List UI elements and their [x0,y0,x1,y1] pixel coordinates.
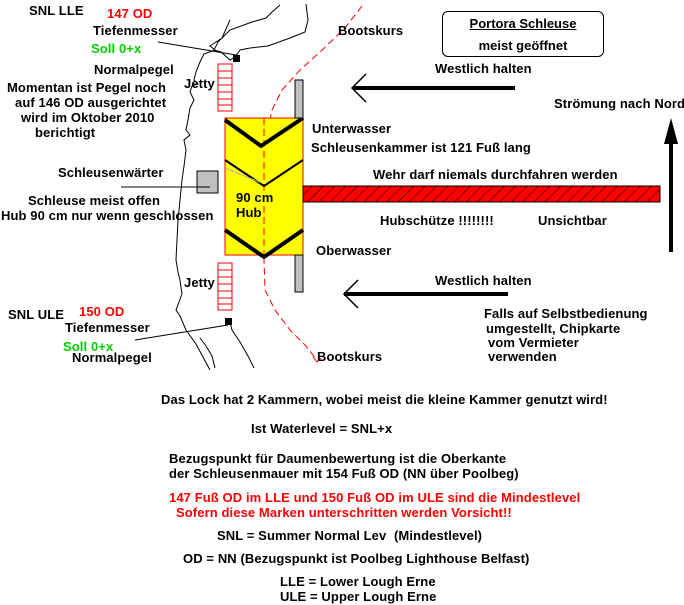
pillar-top [294,79,304,119]
oberwasser-label: Oberwasser [316,243,392,258]
ule-normal-label: Normalpegel [72,350,152,365]
level-note-line-2: auf 146 OD ausgerichtet [15,95,167,110]
level-note-line-4: berichtigt [35,125,96,140]
self-service-line-4: verwenden [488,349,557,364]
snl-definition-suffix: (Mindestlevel) [394,528,483,543]
shoreline-left-lower [199,337,216,369]
keep-west-arrow-top [350,73,515,103]
level-note-line-3: wird im Oktober 2010 [21,110,155,125]
current-north-label: Strömung nach Nord [554,96,684,111]
gauge-top-marker [233,55,240,62]
self-service-line-1: Falls auf Selbstbedienung [484,306,648,321]
unterwasser-label: Unterwasser [312,121,392,136]
jetty-bottom-label: Jetty [184,275,215,290]
hub-label-line-1: 90 cm [236,190,274,205]
ule-soll-label: Soll 0+x [63,339,114,354]
boat-course-bottom-label: Bootskurs [317,349,383,364]
boat-course-arrowhead [312,356,322,363]
reference-note-line-2: der Schleusenmauer mit 154 Fuß OD (NN üb… [169,466,519,481]
jetty-bottom-structure [217,262,233,311]
hubschuetze-label: Hubschütze !!!!!!!! [380,213,494,228]
hub-label-line-2: Hub [236,205,262,220]
gate-lower [223,228,305,260]
boat-course-top-label: Bootskurs [338,23,404,38]
shoreline-right-lower [228,317,255,369]
lle-definition: LLE = Lower Lough Erne [280,574,436,589]
shoreline-right [213,3,309,61]
ule-od-value: 150 OD [79,304,125,319]
chamber-length-label: Schleusenkammer ist 121 Fuß lang [311,140,531,155]
keeper-note-line-2: Hub 90 cm nur wenn geschlossen [1,208,214,223]
title-box: Portora Schleuse meist geöffnet [442,11,604,57]
level-note-line-1: Momentan ist Pegel noch [7,80,167,95]
snl-definition: SNL = Summer Normal Lev [217,528,387,543]
gate-middle-shadow [224,167,263,184]
lle-soll-label: Soll 0+x [91,41,142,56]
lle-od-value: 147 OD [107,6,153,21]
pillar-bottom [294,254,304,293]
keep-west-top-label: Westlich halten [435,61,532,76]
lle-gauge-label: Tiefenmesser [93,23,178,38]
jetty-top-label: Jetty [184,76,215,91]
current-north-arrow [664,118,678,252]
reference-note-line-1: Bezugspunkt für Daumenbewertung ist die … [169,451,507,466]
warning-note-line-2: Sofern diese Marken unterschritten werde… [176,505,512,520]
waterlevel-note: Ist Waterlevel = SNL+x [251,421,393,436]
lock-keeper-label: Schleusenwärter [58,165,164,180]
snl-ule-label: SNL ULE [8,307,65,322]
title-box-title: Portora Schleuse [469,16,577,31]
gate-middle [224,159,304,188]
weir-bar [302,185,661,203]
chambers-note: Das Lock hat 2 Kammern, wobei meist die … [161,392,608,407]
lle-normal-label: Normalpegel [94,62,174,77]
self-service-line-3: vom Vermieter [488,335,579,350]
gauge-top-leader [157,41,237,56]
warning-note-line-1: 147 Fuß OD im LLE und 150 Fuß OD im ULE … [169,490,581,505]
weir-warning-label: Wehr darf niemals durchfahren werden [373,167,618,182]
od-definition: OD = NN (Bezugspunkt ist Poolbeg Lightho… [183,551,530,566]
self-service-line-2: umgestellt, Chipkarte [486,321,621,336]
keeper-note-line-1: Schleuse meist offen [28,193,161,208]
title-box-subtitle: meist geöffnet [478,38,568,53]
gauge-bottom-marker [225,318,232,325]
lock-keeper-house [196,170,219,194]
shoreline-left [175,19,231,371]
snl-lle-label: SNL LLE [29,3,84,18]
ule-gauge-label: Tiefenmesser [65,320,150,335]
gate-upper [223,116,305,149]
invisible-label: Unsichtbar [538,213,607,228]
gauge-bottom-leader [134,324,229,341]
keep-west-bottom-label: Westlich halten [435,273,532,288]
jetty-top-structure [217,63,233,112]
ule-definition: ULE = Upper Lough Erne [280,589,437,604]
keep-west-arrow-bottom [342,279,508,309]
